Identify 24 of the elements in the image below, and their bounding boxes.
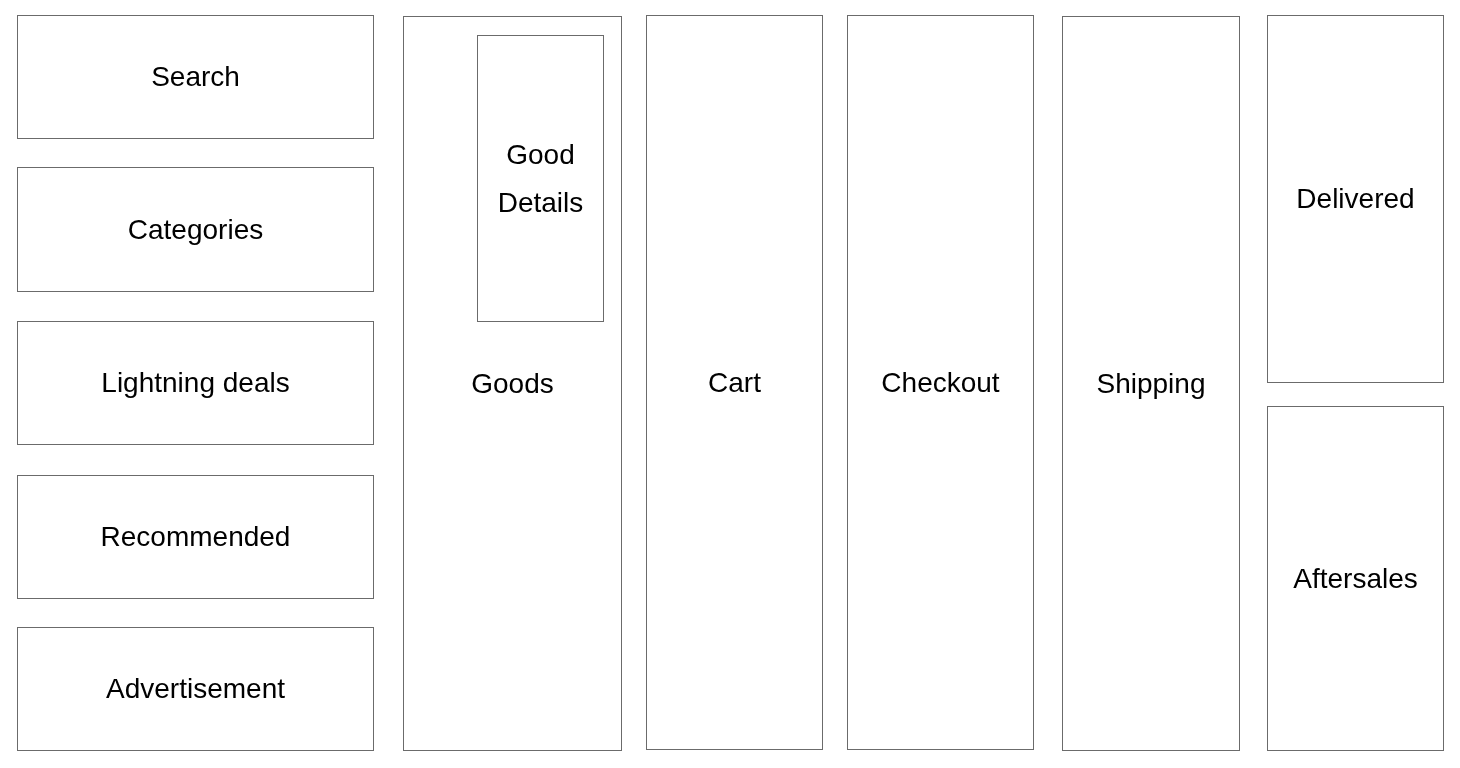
nested-box [477,35,604,322]
box-label: Categories [126,212,265,247]
process-box [1062,16,1240,751]
box-label: Lightning deals [100,366,291,400]
box-label: Good Details [496,137,585,220]
box-label: Goods [470,366,555,401]
process-box [1267,406,1444,751]
box-label: Shipping [1095,366,1207,401]
process-box [17,15,374,139]
process-box [1267,15,1444,383]
process-box [17,321,374,445]
process-box [17,167,374,292]
box-label: Aftersales [1292,561,1419,596]
box-label: Cart [707,365,762,400]
box-label: Search [150,60,241,94]
box-label: Delivered [1295,182,1416,216]
box-label: Advertisement [105,672,286,706]
process-box [17,475,374,599]
process-box [17,627,374,751]
process-box [646,15,823,750]
process-box [847,15,1034,750]
process-box [403,16,622,751]
box-label: Recommended [99,520,292,554]
box-label: Checkout [880,365,1001,400]
